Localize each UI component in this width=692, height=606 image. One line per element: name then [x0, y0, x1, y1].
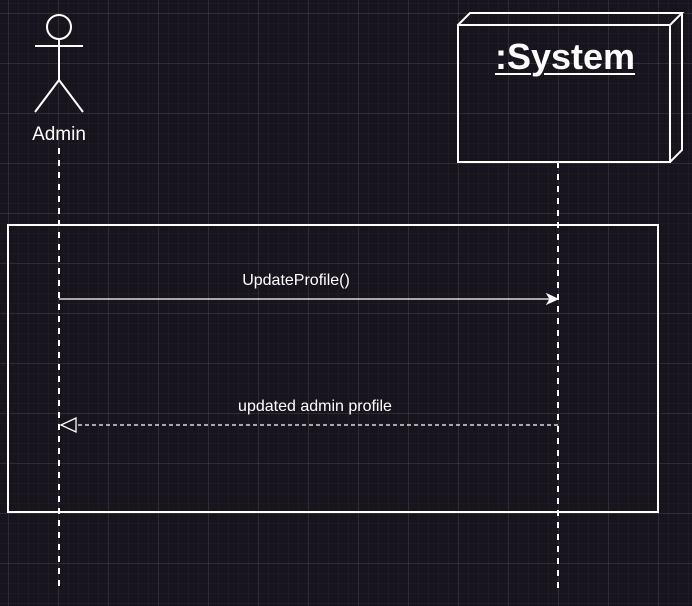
system-title: :System [494, 36, 636, 77]
return-message-label: updated admin profile [238, 398, 392, 415]
system-node[interactable] [457, 12, 685, 163]
interaction-frame[interactable] [7, 224, 659, 513]
system-node-top [457, 12, 685, 26]
update-profile-arrowhead [545, 292, 560, 306]
actor-left-leg [34, 79, 60, 113]
system-node-side [669, 13, 683, 163]
actor-head [46, 14, 72, 40]
actor-figure[interactable] [34, 14, 84, 113]
system-node-front [457, 24, 671, 163]
actor-right-leg [58, 79, 84, 113]
update-profile-message-label: UpdateProfile() [242, 272, 350, 289]
actor-name: Admin [32, 124, 86, 145]
return-arrowhead [59, 416, 77, 434]
